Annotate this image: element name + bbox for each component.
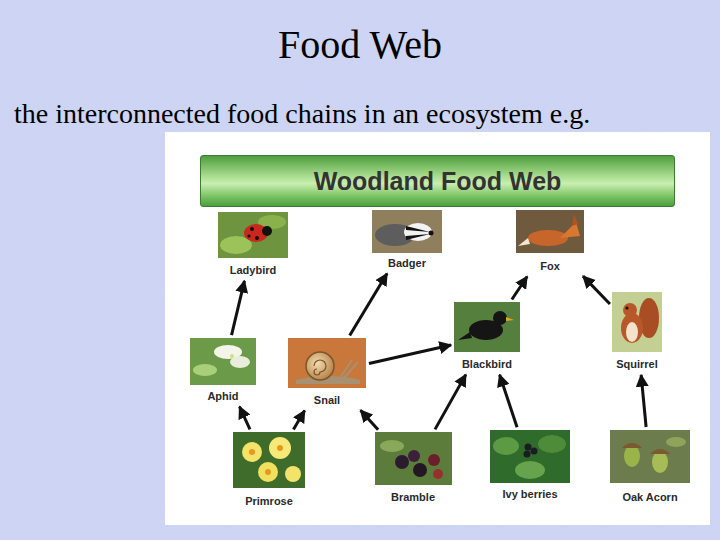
feeding-arrow [500, 375, 517, 427]
feeding-arrow [293, 411, 304, 430]
organism-node: Fox [516, 210, 584, 274]
feeding-arrow [583, 276, 610, 304]
organism-label: Squirrel [612, 357, 662, 371]
white-panel [165, 132, 710, 525]
feeding-arrow [435, 375, 466, 430]
bramble-picture [375, 432, 452, 485]
feeding-arrow [512, 277, 527, 300]
organism-label: Badger [372, 256, 442, 270]
feeding-arrow [240, 407, 250, 430]
organism-label: Ladybird [218, 263, 288, 277]
organism-node: Bramble [375, 432, 452, 505]
snail-picture [288, 338, 366, 388]
organism-node: Primrose [233, 432, 305, 509]
organism-label: Oak Acorn [610, 490, 690, 504]
primrose-picture [233, 432, 305, 488]
organism-label: Primrose [233, 494, 305, 508]
organism-node: Badger [372, 210, 442, 271]
organism-label: Aphid [190, 389, 256, 403]
fox-picture [516, 210, 584, 253]
organism-node: Squirrel [612, 292, 662, 372]
slide-title: Food Web [0, 22, 720, 68]
aphid-picture [190, 338, 256, 385]
squirrel-picture [612, 292, 662, 352]
ladybird-picture [218, 212, 288, 258]
ivy-picture [490, 430, 570, 483]
banner-box: Woodland Food Web [200, 155, 675, 207]
organism-node: Oak Acorn [610, 430, 690, 505]
organism-label: Bramble [375, 490, 452, 504]
organism-label: Snail [288, 393, 366, 407]
blackbird-picture [454, 302, 520, 352]
organism-node: Blackbird [454, 302, 520, 372]
organism-label: Blackbird [454, 357, 520, 371]
organism-label: Fox [516, 259, 584, 273]
organism-label: Ivy berries [490, 487, 570, 501]
organism-node: Snail [288, 338, 366, 408]
feeding-arrow [369, 345, 451, 363]
feeding-arrow [350, 274, 387, 336]
feeding-arrow [232, 281, 245, 335]
organism-node: Ladybird [218, 212, 288, 278]
organism-node: Aphid [190, 338, 256, 404]
feeding-arrow [361, 410, 379, 430]
subtitle-text: the interconnected food chains in an eco… [14, 98, 644, 130]
organism-node: Ivy berries [490, 430, 570, 502]
badger-picture [372, 210, 442, 253]
feeding-arrow [641, 375, 646, 427]
acorn-picture [610, 430, 690, 483]
banner-title: Woodland Food Web [314, 167, 562, 196]
